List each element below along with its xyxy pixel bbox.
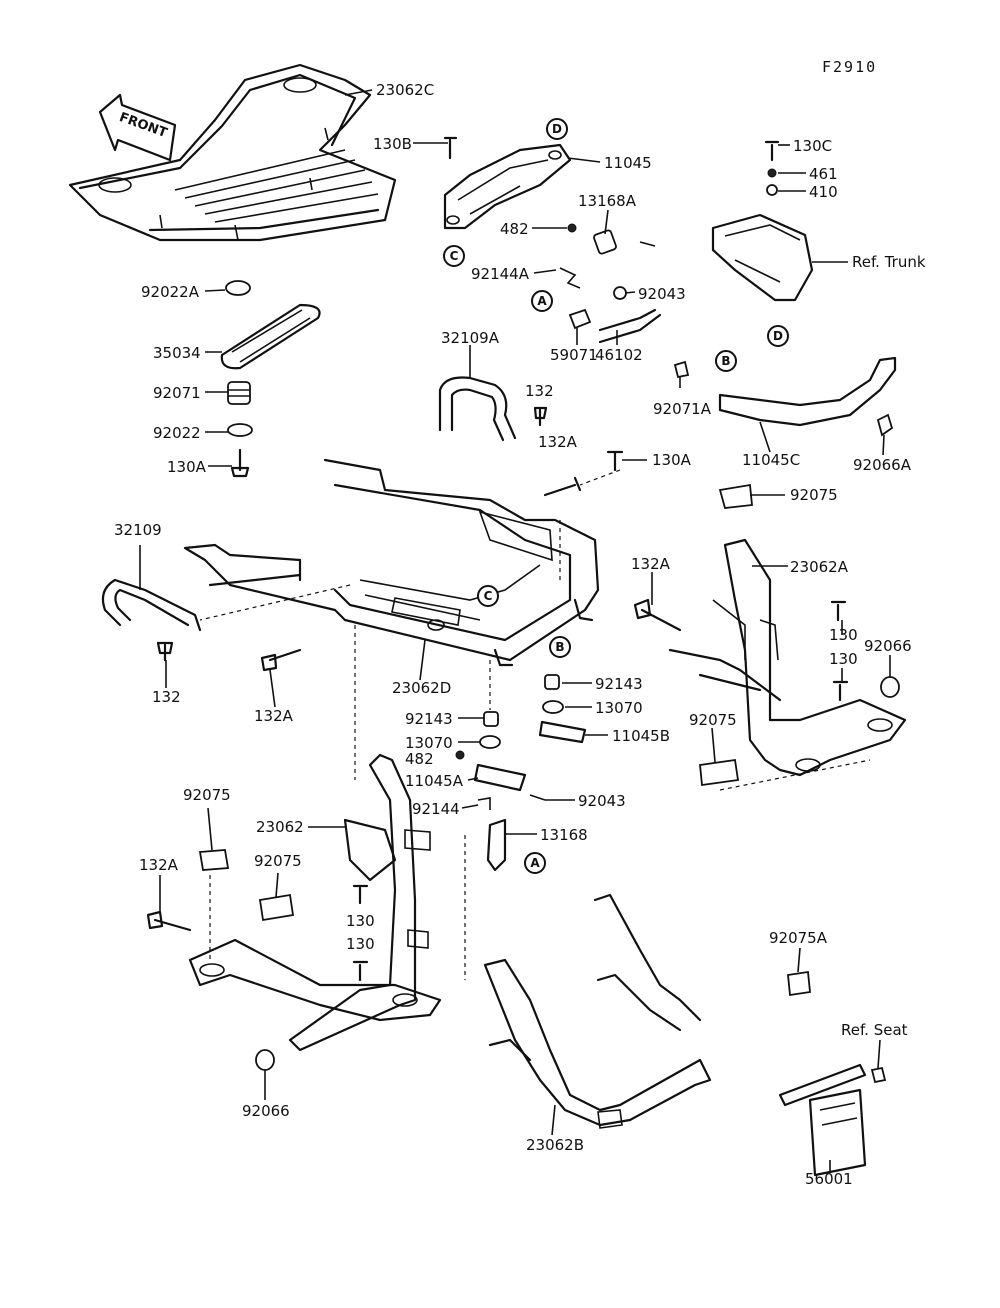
stand-23062B: [483, 893, 712, 1129]
bottom-right-parts: [778, 970, 887, 1177]
part-label: 46102: [595, 346, 643, 364]
part-label: 23062D: [392, 679, 452, 697]
part-label: 130: [829, 626, 858, 644]
part-label: 132A: [139, 856, 178, 874]
part-label: 23062: [256, 818, 304, 836]
bracket-11045: [443, 136, 572, 230]
part-label: 92075: [790, 486, 838, 504]
part-label: 130B: [373, 135, 412, 153]
part-label: 35034: [153, 344, 201, 362]
ref-circle-A: A: [524, 852, 546, 874]
part-label: 482: [500, 220, 529, 238]
ref-circle-B: B: [549, 636, 571, 658]
part-label: 461: [809, 165, 838, 183]
small-fasteners-top: [559, 223, 662, 344]
part-label: 482: [405, 750, 434, 768]
part-label: 23062B: [526, 1136, 585, 1154]
front-arrow: [98, 93, 177, 162]
part-label: 92075A: [769, 929, 827, 947]
part-label: 92143: [405, 710, 453, 728]
part-label: 92066: [864, 637, 912, 655]
part-label: 92071A: [653, 400, 711, 418]
part-label: 13168A: [578, 192, 636, 210]
part-label: 92075: [254, 852, 302, 870]
part-label: 132: [525, 382, 554, 400]
stand-23062A: [633, 360, 907, 787]
part-label: 132A: [631, 555, 670, 573]
part-label: 130: [346, 912, 375, 930]
part-label: 56001: [805, 1170, 853, 1188]
part-label: 92043: [578, 792, 626, 810]
part-label: 92143: [595, 675, 643, 693]
main-frame-23062D: [183, 458, 600, 667]
middle-cushions: [455, 674, 587, 810]
bolt-132-top: [533, 406, 548, 427]
part-label: 32109A: [441, 329, 499, 347]
part-label: 23062A: [790, 558, 848, 576]
part-label: 11045C: [742, 451, 801, 469]
part-label: 92075: [183, 786, 231, 804]
part-label: 92144: [412, 800, 460, 818]
ref-circle-D: D: [546, 118, 568, 140]
part-label: 130A: [167, 458, 206, 476]
bolt-132A-top: [543, 476, 582, 497]
part-label: 92066A: [853, 456, 911, 474]
ref-circle-C: C: [477, 585, 499, 607]
part-label: 92144A: [471, 265, 529, 283]
part-label: 132A: [254, 707, 293, 725]
part-label: 11045A: [405, 772, 463, 790]
leader-lines: [139, 89, 891, 1172]
part-label: 11045B: [612, 727, 671, 745]
part-label: 59071: [550, 346, 598, 364]
left-stack-parts: [220, 280, 321, 478]
part-label: 130: [346, 935, 375, 953]
part-label: 130: [829, 650, 858, 668]
part-label: 13070: [595, 699, 643, 717]
part-label: 92043: [638, 285, 686, 303]
figure-code: F2910: [822, 58, 878, 76]
rear-carrier-rack: [68, 63, 397, 242]
part-label: 92022: [153, 424, 201, 442]
bracket-13168: [486, 818, 507, 872]
part-label: 11045: [604, 154, 652, 172]
part-label: 13070: [405, 734, 453, 752]
ref-circle-B: B: [715, 350, 737, 372]
part-label: 130A: [652, 451, 691, 469]
part-label: 92071: [153, 384, 201, 402]
grab-handle-32109: [101, 578, 202, 632]
part-label: 132: [152, 688, 181, 706]
part-label: 32109: [114, 521, 162, 539]
grab-handle-32109A: [438, 376, 517, 442]
bolt-130A-mid: [606, 450, 624, 472]
bracket-11045C: [718, 356, 897, 437]
part-label: 23062C: [376, 81, 435, 99]
dashed-guides: [199, 469, 871, 980]
ref-circle-A: A: [531, 290, 553, 312]
stand-23062: [146, 753, 442, 1071]
trunk-bracket: [711, 140, 814, 302]
part-label: 130C: [793, 137, 833, 155]
bolt-132A-left: [260, 648, 302, 672]
part-label: 92075: [689, 711, 737, 729]
part-label: 13168: [540, 826, 588, 844]
part-label: 92066: [242, 1102, 290, 1120]
part-label: 92022A: [141, 283, 199, 301]
part-label: 132A: [538, 433, 577, 451]
bolt-132-left: [156, 641, 174, 662]
part-label: Ref. Seat: [841, 1021, 908, 1039]
part-label: Ref. Trunk: [852, 253, 926, 271]
ref-circle-D: D: [767, 325, 789, 347]
ref-circle-C: C: [443, 245, 465, 267]
part-label: 410: [809, 183, 838, 201]
